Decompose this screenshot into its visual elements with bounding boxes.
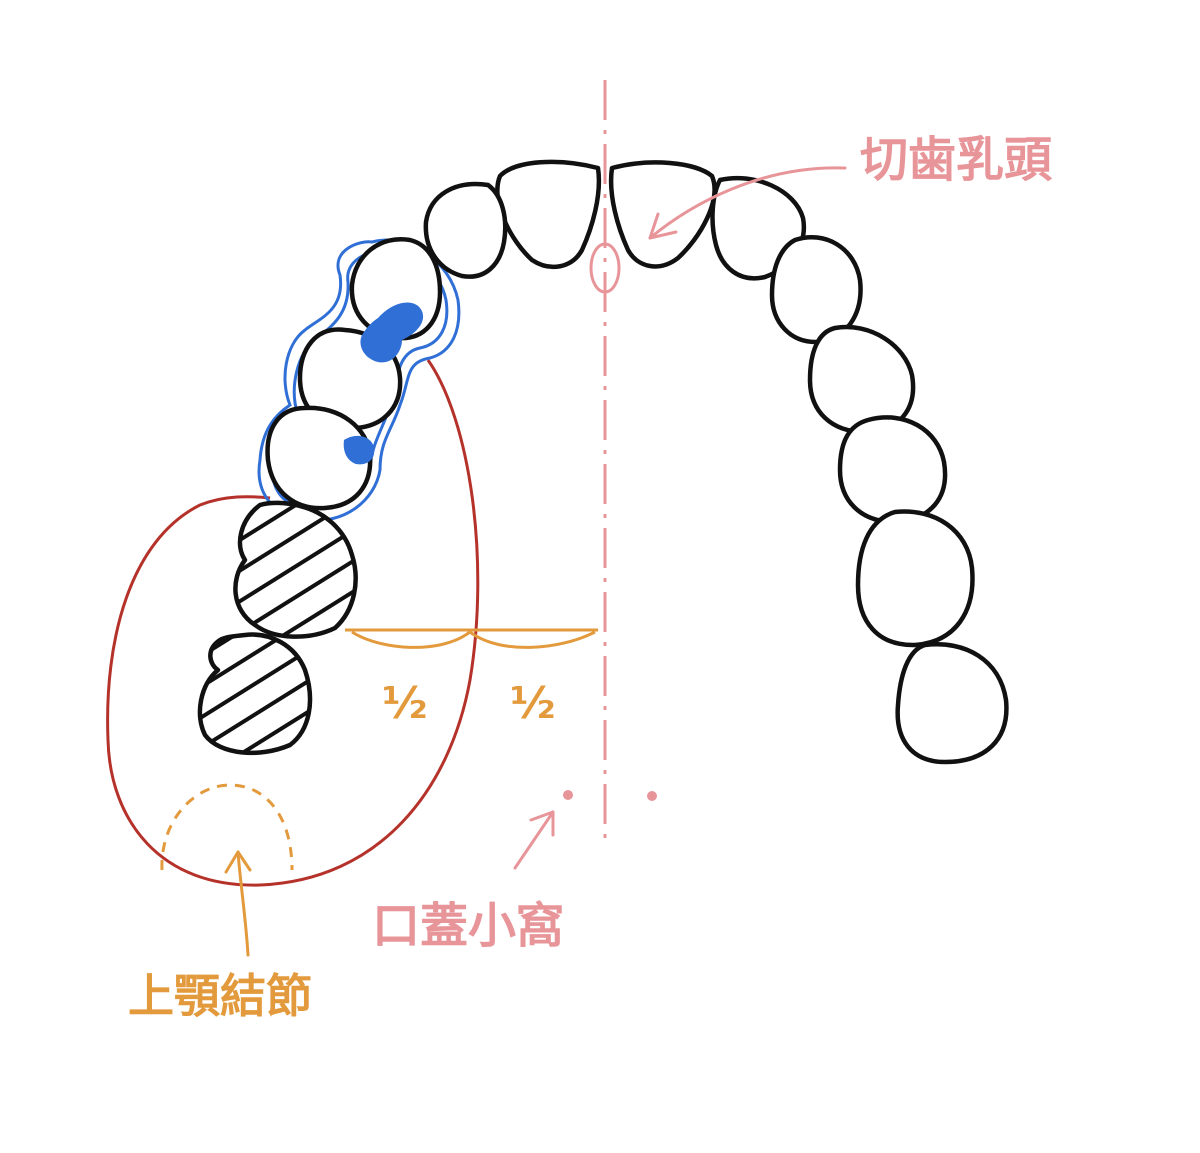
denture-base-outline <box>106 359 480 887</box>
label-palatine-fovea: 口蓋小窩 <box>372 898 564 954</box>
missing-molar <box>197 632 313 756</box>
arrow-icon <box>513 810 555 870</box>
incisive-papilla-mark <box>589 242 621 294</box>
label-incisive-papilla: 切歯乳頭 <box>860 132 1053 188</box>
label-half-left: ½ <box>382 678 428 729</box>
half-braces <box>345 628 598 649</box>
label-half-right: ½ <box>510 678 556 729</box>
palatine-fovea-dot-right <box>647 791 657 801</box>
arrow-icon <box>648 166 847 240</box>
occlusal-rests <box>343 302 424 465</box>
palatine-fovea-dot-left <box>563 790 573 800</box>
missing-premolar <box>233 500 358 639</box>
right-teeth <box>608 160 1009 765</box>
label-maxillary-tuberosity: 上顎結節 <box>128 969 312 1023</box>
tuberosity-arc <box>160 783 294 871</box>
arrow-icon <box>224 850 252 957</box>
